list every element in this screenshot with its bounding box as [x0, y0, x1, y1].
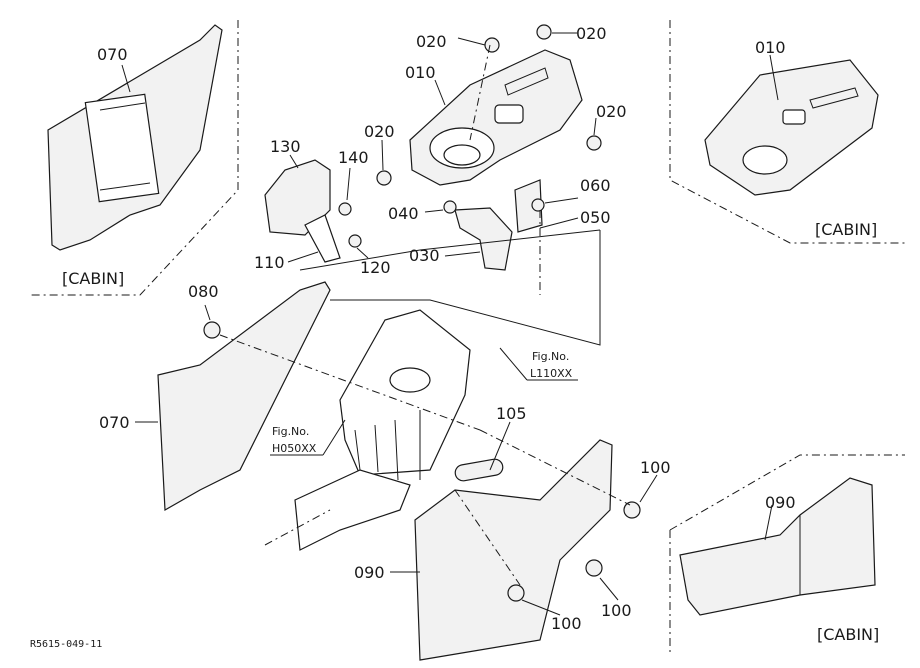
pipe-105 [454, 458, 504, 482]
label-020-c: 020 [596, 102, 627, 121]
cabin-tag-left: [CABIN] [62, 269, 124, 288]
cabin-side-panel-070 [47, 24, 223, 251]
cabin-tag-bottom-right: [CABIN] [817, 625, 879, 644]
label-120: 120 [360, 258, 391, 277]
label-050: 050 [580, 208, 611, 227]
label-070-cabin: 070 [97, 45, 128, 64]
side-panel-070 [157, 281, 331, 512]
fig-ref-h050xx: Fig.No. H050XX [270, 419, 346, 456]
label-010: 010 [405, 63, 436, 82]
fig-ref-a: L110XX [530, 367, 573, 380]
label-100-c: 100 [551, 614, 582, 633]
bracket-030 [454, 207, 513, 271]
label-105: 105 [496, 404, 527, 423]
cabin-tag-top-right: [CABIN] [815, 220, 877, 239]
cabin-tags: [CABIN] [CABIN] [CABIN] [62, 220, 879, 644]
label-130: 130 [270, 137, 301, 156]
label-100-a: 100 [640, 458, 671, 477]
cabin-lower-panel-090 [679, 477, 876, 616]
bolts [203, 24, 641, 602]
label-080: 080 [188, 282, 219, 301]
lower-panel-090 [414, 439, 613, 661]
label-070: 070 [99, 413, 130, 432]
label-020-b: 020 [576, 24, 607, 43]
label-140: 140 [338, 148, 369, 167]
label-030: 030 [409, 246, 440, 265]
leader-lines [121, 32, 779, 616]
label-020-d: 020 [364, 122, 395, 141]
callout-labels: 070 010 020 020 010 020 020 130 140 060 … [97, 24, 796, 633]
label-060: 060 [580, 176, 611, 195]
cover-130 [264, 159, 331, 236]
steering-frame [299, 229, 601, 481]
drawing-code: R5615-049-11 [30, 639, 102, 650]
dash-panel-010 [409, 49, 583, 186]
fig-ref-caption-b: Fig.No. [272, 425, 309, 438]
label-100-b: 100 [601, 601, 632, 620]
fig-ref-l110xx: Fig.No. L110XX [499, 347, 578, 381]
label-040: 040 [388, 204, 419, 223]
bracket-110 [304, 214, 341, 263]
cabin-separator-lines [30, 20, 905, 655]
cabin-dash-panel-010 [704, 59, 879, 196]
fig-ref-caption-a: Fig.No. [532, 350, 569, 363]
label-110: 110 [254, 253, 285, 272]
fig-ref-b: H050XX [272, 442, 317, 455]
label-020-a: 020 [416, 32, 447, 51]
label-090-cabin: 090 [765, 493, 796, 512]
label-010-cabin: 010 [755, 38, 786, 57]
lower-plate [294, 469, 411, 551]
bracket-060 [514, 179, 543, 233]
label-090: 090 [354, 563, 385, 582]
